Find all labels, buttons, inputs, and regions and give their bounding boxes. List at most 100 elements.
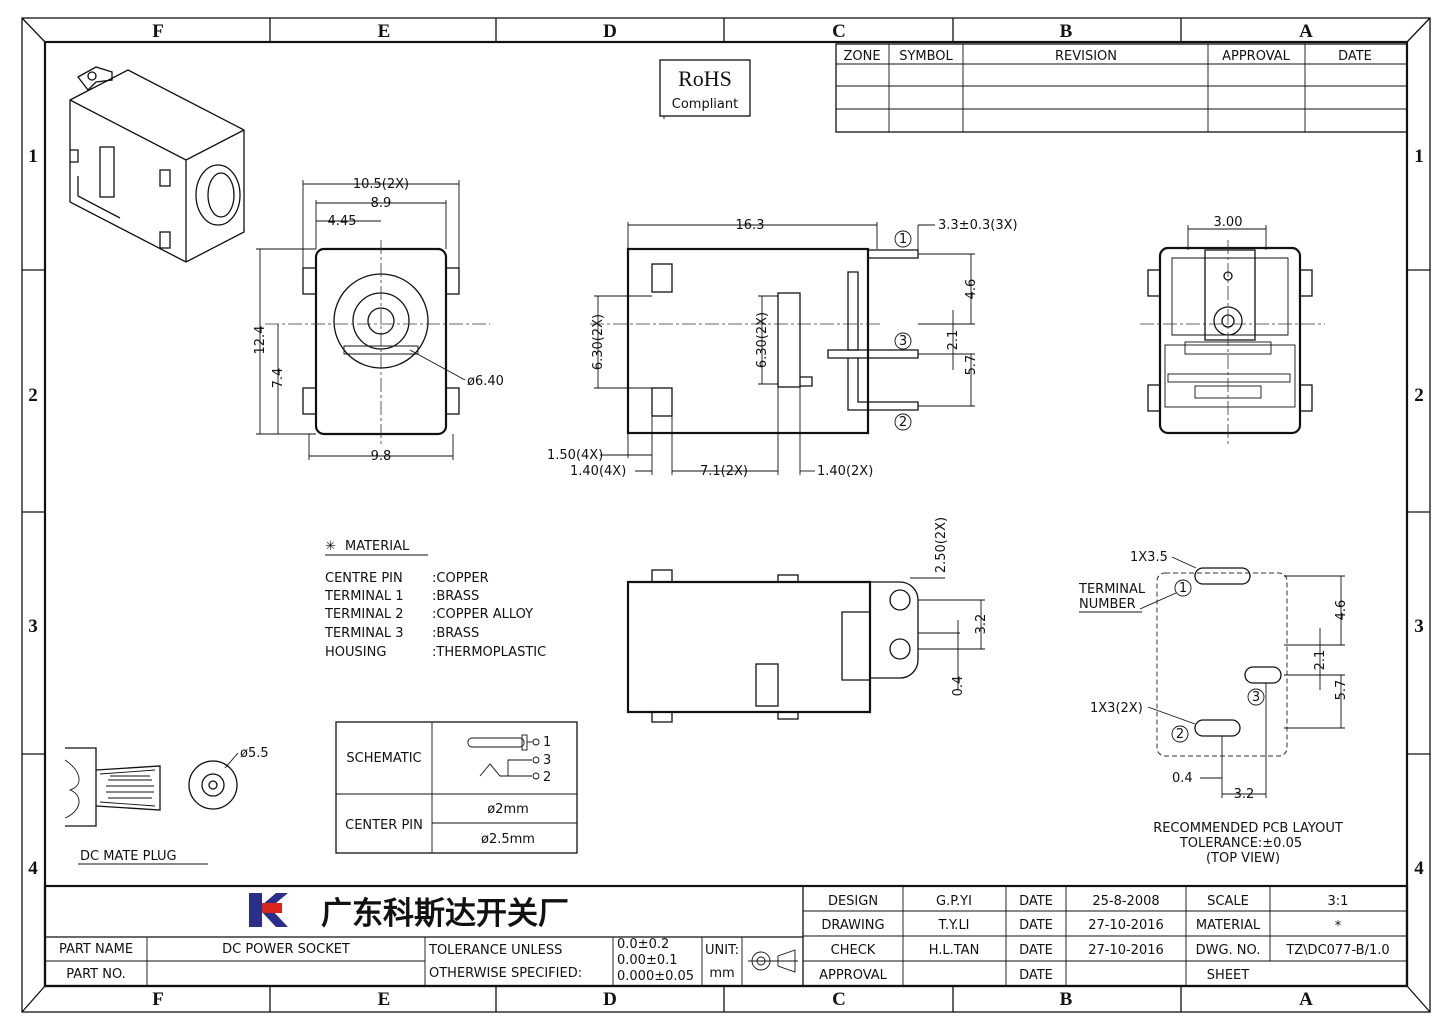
rev-header: DATE (1338, 49, 1372, 64)
dim-label: 16.3 (736, 218, 765, 233)
rev-header: APPROVAL (1222, 49, 1291, 64)
dim-label: 4.6 (964, 279, 979, 300)
number-label: NUMBER (1079, 597, 1136, 612)
unit-value: mm (709, 966, 734, 981)
col-label: A (1299, 21, 1313, 42)
col-label: F (152, 989, 164, 1010)
col-label: D (603, 21, 617, 42)
col-label: C (832, 989, 846, 1010)
title-block: 广东科斯达开关厂 PART NAME DC POWER SOCKET PART … (43, 884, 1409, 988)
drafter: T.Y.LI (937, 918, 969, 933)
sheet-label: SHEET (1207, 968, 1249, 983)
material-value: :COPPER (432, 571, 489, 586)
rev-header: REVISION (1055, 49, 1117, 64)
dim-label: 0.4 (1172, 771, 1193, 786)
unit-label: UNIT: (705, 943, 739, 958)
drawing-date: 27-10-2016 (1088, 918, 1164, 933)
dim-label: 5.7 (964, 355, 979, 376)
rohs-badge: RoHS Compliant (659, 59, 751, 119)
dim-label: 7.1(2X) (700, 464, 748, 479)
dwg-number: TZ\DC077-B/1.0 (1285, 943, 1389, 958)
material-value: * (1335, 919, 1342, 934)
dim-label: 4.45 (328, 214, 357, 229)
scale-label: SCALE (1207, 894, 1249, 909)
date-label: DATE (1019, 918, 1053, 933)
terminal-label: TERMINAL (1078, 582, 1146, 597)
dim-label: 3.00 (1214, 215, 1243, 230)
material-value: :BRASS (432, 626, 479, 641)
date-label: DATE (1019, 894, 1053, 909)
terminal-number: 2 (899, 415, 907, 430)
revision-table: ZONE SYMBOL REVISION APPROVAL DATE (835, 43, 1408, 133)
drawing-label: DRAWING (821, 918, 884, 933)
material-label: MATERIAL (1196, 918, 1261, 933)
pcb-layout: 1 2 3 1X3.5 TERMINAL NUMBER 1X3(2X) 4.6 … (1078, 550, 1349, 866)
dim-label: 1.50(4X) (547, 448, 603, 463)
col-label: E (378, 21, 391, 42)
dim-label: 0.4 (951, 676, 966, 697)
isometric-view (69, 66, 245, 263)
pcb-number: 1 (1179, 581, 1187, 596)
slot-label: 1X3.5 (1130, 550, 1168, 565)
dim-label: 2.1 (1313, 650, 1328, 671)
tolerance-value: 0.0±0.2 (617, 937, 669, 952)
terminal-number: 3 (899, 334, 907, 349)
rev-header: ZONE (843, 49, 880, 64)
dim-label: 3.2 (974, 614, 989, 635)
pin-size: ø2.5mm (481, 832, 535, 847)
check-date: 27-10-2016 (1088, 943, 1164, 958)
center-pin-label: CENTER PIN (345, 818, 423, 833)
col-label: D (603, 989, 617, 1010)
approval-label: APPROVAL (819, 968, 888, 983)
terminal-number: 1 (899, 232, 907, 247)
material-list: ✳ MATERIAL CENTRE PIN :COPPER TERMINAL 1… (324, 539, 546, 660)
designer: G.P.YI (936, 894, 972, 909)
pin-size: ø2mm (487, 802, 529, 817)
front-view: 10.5(2X) 8.9 4.45 12.4 7.4 ø6.40 9.8 (253, 177, 504, 464)
dim-label: 3.3±0.3(3X) (938, 218, 1018, 233)
projection-symbol (748, 949, 798, 973)
checker: H.L.TAN (929, 943, 980, 958)
date-label: DATE (1019, 968, 1053, 983)
tolerance-label: TOLERANCE UNLESS (428, 943, 562, 958)
material-name: TERMINAL 2 (324, 607, 404, 622)
dim-label: 2.50(2X) (934, 517, 949, 573)
dim-label: 10.5(2X) (353, 177, 409, 192)
plug-dia: ø5.5 (240, 746, 269, 761)
rohs-title: RoHS (678, 66, 732, 91)
slot-label: 1X3(2X) (1090, 701, 1143, 716)
pin-number: 2 (543, 770, 551, 785)
col-label: C (832, 21, 846, 42)
pin-number: 3 (543, 753, 551, 768)
rear-view: 3.00 (1140, 215, 1325, 445)
company-logo (249, 893, 288, 927)
row-label: 2 (28, 385, 38, 406)
dim-label: 9.8 (371, 449, 392, 464)
pin-number: 1 (543, 735, 551, 750)
row-label: 4 (28, 858, 38, 879)
pcb-caption: TOLERANCE:±0.05 (1179, 836, 1302, 851)
tolerance-label: OTHERWISE SPECIFIED: (429, 966, 582, 981)
pcb-number: 3 (1252, 690, 1260, 705)
dim-label: 12.4 (253, 326, 268, 355)
dim-label: 2.1 (946, 330, 961, 351)
col-label: B (1060, 21, 1073, 42)
row-label: 1 (28, 146, 38, 167)
material-value: :THERMOPLASTIC (432, 645, 546, 660)
dim-label: 3.2 (1234, 787, 1255, 802)
dim-label: 5.7 (1334, 680, 1349, 701)
bottom-view: 2.50(2X) 3.2 0.4 (626, 517, 989, 723)
pcb-number: 2 (1176, 727, 1184, 742)
date-label: DATE (1019, 943, 1053, 958)
dim-label: ø6.40 (467, 374, 504, 389)
row-label: 3 (1414, 616, 1424, 637)
dim-label: 6.30(2X) (755, 312, 770, 368)
material-value: :COPPER ALLOY (432, 607, 533, 622)
side-view: 1 3 2 16.3 3.3±0.3(3X) 6.30(2X) 6.30(2X)… (547, 218, 1018, 479)
material-value: :BRASS (432, 589, 479, 604)
dim-label: 7.4 (271, 368, 286, 389)
col-label: E (378, 989, 391, 1010)
dim-label: 1.40(2X) (817, 464, 873, 479)
company-name: 广东科斯达开关厂 (321, 896, 569, 932)
